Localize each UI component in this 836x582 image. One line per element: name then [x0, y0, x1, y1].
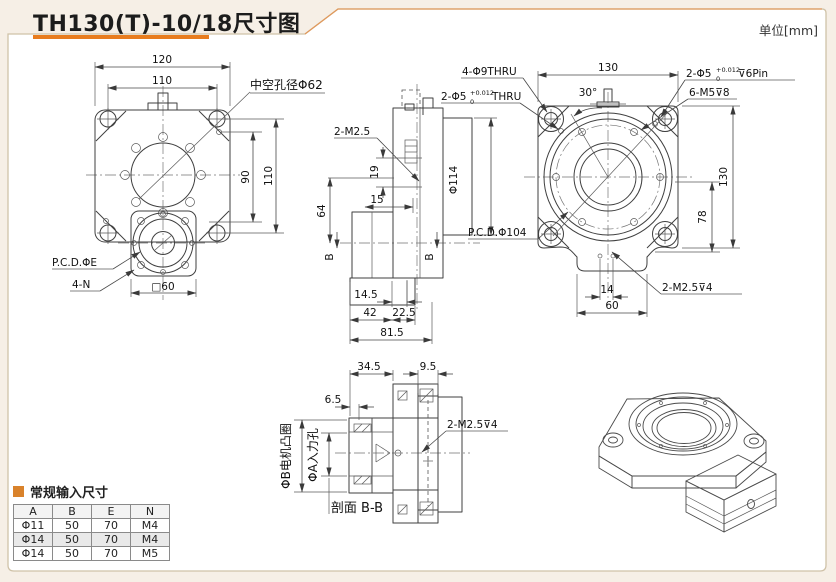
side-dim-19: 19: [369, 165, 381, 178]
section-marker-left: B: [324, 253, 336, 260]
top-dim-60: 60: [605, 300, 618, 312]
input-spec-table-block: 常规输入尺寸 A B E N Φ11 50 70 M4 Φ14 50 70 M4: [13, 482, 170, 561]
pin-thru-suffix: THRU: [491, 91, 521, 103]
table-cell: M5: [130, 546, 170, 561]
section-dim-9-5: 9.5: [420, 361, 437, 373]
front-label-bore: 中空孔径Φ62: [250, 77, 323, 92]
top-dim-14: 14: [600, 284, 614, 296]
section-marker-right: B: [424, 253, 436, 260]
motor-flange-square: [130, 210, 197, 277]
front-dim-height: 110: [263, 166, 275, 186]
table-cell: M4: [130, 532, 170, 547]
side-view: B B 2-M2.5 19 15 64 Φ114 14.5 42 22.5 81…: [316, 84, 497, 344]
orange-bullet-icon: [13, 486, 24, 497]
side-dim-64: 64: [316, 204, 328, 218]
table-cell: 70: [91, 532, 131, 547]
table-cell: 70: [91, 518, 131, 533]
iso-bolt-dots: [637, 401, 729, 448]
table-outer-circle: [543, 112, 673, 242]
section-view: 34.5 9.5 6.5 ΦB电机凸圈 ΦA入力孔 2-M2.5⊽4 剖面 B-…: [279, 361, 508, 524]
front-view: 120 110 90 110 中空孔径Φ62 P.C.D.ΦE 4-N □60: [52, 54, 325, 300]
table-header-cell: N: [130, 504, 170, 519]
top-dim-height: 130: [718, 167, 730, 187]
table-header-cell: B: [52, 504, 92, 519]
pin-thru-sub: 0: [470, 98, 474, 106]
flange-bolt-holes: [131, 211, 195, 275]
table-title: 常规输入尺寸: [30, 486, 109, 501]
table-cell: 50: [52, 518, 92, 533]
stop-pin: [590, 88, 626, 108]
unit-label: 单位[mm]: [758, 23, 818, 38]
front-label-thread: 4-N: [72, 279, 90, 291]
pin-sup: +0.012: [716, 66, 740, 74]
front-dim-bolt-width: 110: [152, 75, 172, 87]
pin-thru-prefix: 2-Φ5: [441, 91, 466, 103]
top-label-pcd: P.C.D.Φ104: [468, 227, 527, 239]
top-dim-angle: 30°: [579, 87, 598, 99]
frame-accent-edge: [304, 8, 822, 35]
pin-thru-label: 2-Φ5 +0.012 0 THRU: [441, 89, 559, 130]
table-title-row: 常规输入尺寸: [13, 482, 170, 501]
table-row: Φ11 50 70 M4: [13, 518, 170, 533]
corner-screw-holes: [97, 108, 228, 244]
table-cell: 50: [52, 532, 92, 547]
hollow-bore-circle: [130, 142, 196, 208]
table-cell: Φ14: [13, 546, 53, 561]
table-cell: 70: [91, 546, 131, 561]
isometric-view: [598, 392, 777, 533]
top-label-bottom-tap: 2-M2.5⊽4: [662, 282, 713, 294]
front-label-pcd: P.C.D.ΦE: [52, 257, 97, 269]
side-dim-81-5: 81.5: [380, 327, 403, 339]
pin-label: 2-Φ5 +0.012 0 ⊽6Pin: [660, 66, 795, 118]
side-dim-42: 42: [363, 307, 376, 319]
section-caption: 剖面 B-B: [331, 501, 383, 516]
table-row: Φ14 50 70 M4: [13, 532, 170, 547]
corner-ear-holes: [538, 106, 678, 247]
top-dim-width: 130: [598, 62, 618, 74]
page-title: TH130(T)-10/18尺寸图: [33, 12, 301, 37]
title-accent-bar: [33, 35, 209, 39]
top-label-corner-holes: 4-Φ9THRU: [462, 66, 517, 78]
table-cell: M4: [130, 518, 170, 533]
input-spec-table: A B E N Φ11 50 70 M4 Φ14 50 70 M4 Φ14 50: [13, 504, 170, 561]
pcd-bolt-holes: [552, 128, 664, 226]
side-dim-14-5: 14.5: [354, 289, 377, 301]
table-cell: Φ11: [13, 518, 53, 533]
section-dim-6-5: 6.5: [325, 394, 342, 406]
pin-suffix: ⊽6Pin: [738, 68, 768, 80]
pin-prefix: 2-Φ5: [686, 68, 711, 80]
table-row: Φ14 50 70 M5: [13, 546, 170, 561]
top-label-tap: 6-M5⊽8: [689, 87, 730, 99]
section-label-input-hole: ΦA入力孔: [306, 428, 320, 482]
top-view: 30° 130 4-Φ9THRU 2-Φ5 +0.012 0 THRU 2-Φ5…: [441, 62, 795, 317]
front-dim-width: 120: [152, 54, 172, 66]
table-header-cell: A: [13, 504, 53, 519]
top-dim-78: 78: [697, 210, 709, 223]
table-header-cell: E: [91, 504, 131, 519]
front-dim-square: □60: [151, 281, 174, 293]
section-label-motor-boss: ΦB电机凸圈: [279, 423, 293, 489]
section-label-tap: 2-M2.5⊽4: [447, 419, 498, 431]
side-label-tap: 2-M2.5: [334, 126, 370, 138]
side-dim-22-5: 22.5: [392, 307, 415, 319]
pin-thru-sup: +0.012: [470, 89, 494, 97]
table-cell: Φ14: [13, 532, 53, 547]
side-dim-15: 15: [370, 194, 383, 206]
side-dim-flange: Φ114: [448, 166, 460, 195]
table-cell: 50: [52, 546, 92, 561]
pin-sub: 0: [716, 75, 720, 83]
section-dim-34-5: 34.5: [357, 361, 380, 373]
front-dim-bolt-height: 90: [240, 170, 252, 183]
